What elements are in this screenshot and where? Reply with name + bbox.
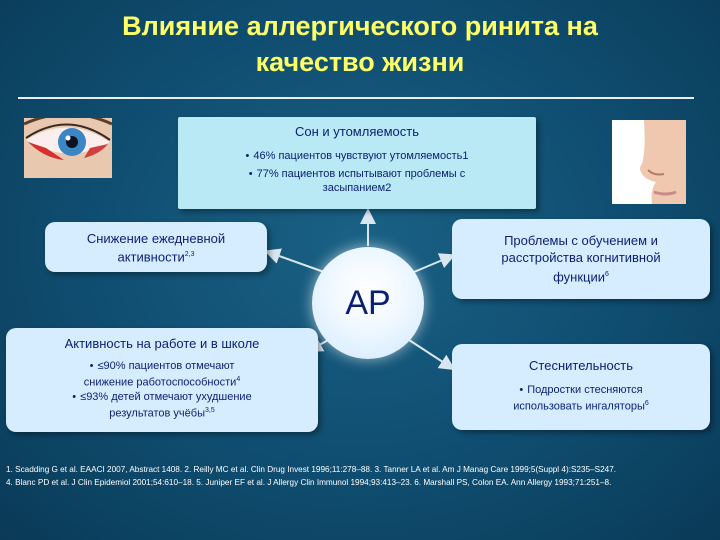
arrow-to-shy (405, 337, 456, 371)
learning-line-3: функции (553, 269, 605, 285)
title-line-2: качество жизни (255, 47, 465, 77)
arrow-to-daily (264, 248, 325, 273)
sleep-item-1: •46% пациентов чувствуют утомляемость1 (245, 150, 469, 162)
reference-line-2: 4. Blanc PD et al. J Clin Epidemiol 2001… (6, 478, 612, 487)
daily-activity-box: Снижение ежедневной активности2,3 (45, 222, 267, 272)
daily-line-1: Снижение ежедневной (86, 231, 226, 246)
arrow-to-learning (413, 253, 456, 273)
bullet-icon: • (248, 168, 253, 180)
work-school-box: Активность на работе и в школе •≤90% пац… (6, 328, 318, 432)
title-line-1: Влияние аллергического ринита на (122, 11, 598, 41)
bullet-icon: • (519, 384, 524, 396)
sleep-fatigue-box: Сон и утомляемость •46% пациентов чувств… (178, 117, 536, 209)
center-label: АР (345, 283, 391, 322)
eye-photo-icon (24, 118, 112, 178)
slide-title: Влияние аллергического ринита на качеств… (0, 8, 720, 80)
bullet-icon: • (245, 150, 250, 162)
daily-line-2: активности (117, 249, 185, 265)
learning-line-2: расстройства когнитивной (501, 250, 661, 265)
learning-ref: 6 (604, 271, 609, 278)
daily-ref: 2,3 (184, 251, 195, 258)
work-heading: Активность на работе и в школе (64, 336, 260, 351)
reference-line-1: 1. Scadding G et al. EAACI 2007, Abstrac… (6, 465, 617, 474)
learning-cognitive-box: Проблемы с обучением и расстройства когн… (452, 219, 710, 299)
shy-heading: Стеснительность (529, 358, 633, 373)
sleep-heading: Сон и утомляемость (294, 124, 419, 139)
nose-photo-icon (612, 120, 686, 204)
title-divider (18, 97, 694, 99)
learning-line-1: Проблемы с обучением и (504, 233, 658, 248)
bullet-icon: • (72, 390, 77, 403)
bullet-icon: • (89, 360, 94, 372)
center-ar-circle: АР (312, 247, 424, 359)
references: 1. Scadding G et al. EAACI 2007, Abstrac… (6, 463, 714, 489)
